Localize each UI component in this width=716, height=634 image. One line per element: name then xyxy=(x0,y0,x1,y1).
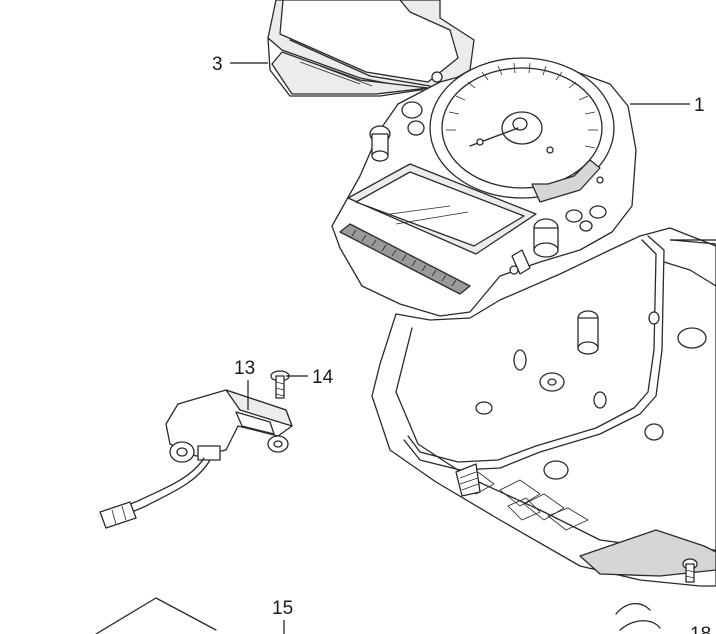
part-18-screw xyxy=(615,558,698,631)
part-1-meter-assembly xyxy=(331,57,637,317)
leader-lines xyxy=(230,62,716,410)
part-13-sensor-bracket xyxy=(99,389,293,529)
callout-13: 13 xyxy=(234,358,255,379)
part-3-visor xyxy=(267,0,475,97)
part-14-screw xyxy=(270,370,290,399)
part-15-outline xyxy=(95,597,285,634)
callout-14: 14 xyxy=(312,367,334,388)
callout-18: 18 xyxy=(690,624,711,634)
callout-3: 3 xyxy=(212,54,223,75)
connector-pins xyxy=(351,229,457,287)
lower-case-assembly xyxy=(371,227,716,587)
gauge-tick-marks xyxy=(446,62,598,149)
callout-15: 15 xyxy=(272,598,293,619)
callout-1: 1 xyxy=(694,95,705,116)
